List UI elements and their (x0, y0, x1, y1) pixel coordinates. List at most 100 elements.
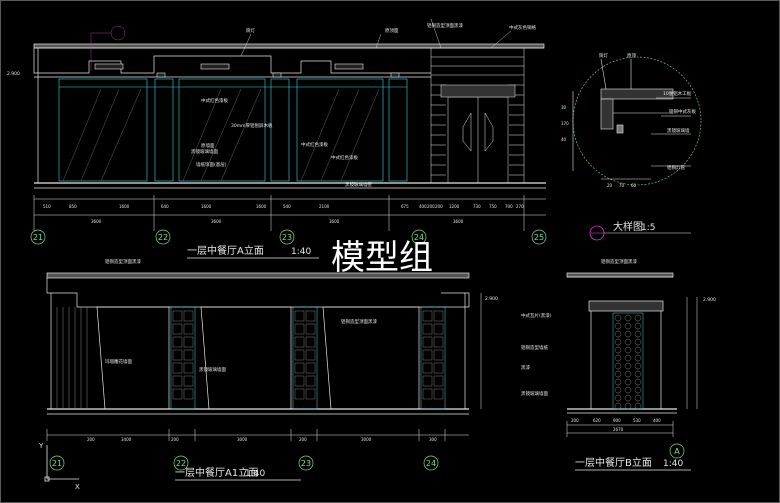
decor-tile (305, 323, 316, 335)
elevation-a1 (46, 272, 470, 415)
elevation-a-dim: 2100 (319, 204, 330, 209)
elevation-b-title: 一层中餐厅B立面 (575, 456, 652, 469)
lattice-ring (614, 378, 622, 386)
lattice-ring (634, 314, 642, 322)
lattice-ring (634, 362, 642, 370)
decor-tile (422, 349, 433, 361)
elevation-b-grid-bubbles: A (669, 443, 685, 459)
decor-tile (433, 375, 444, 387)
decor-tile (172, 323, 183, 335)
elevation-a-dim: 270 (516, 204, 524, 209)
elevation-a-label: 黑镜玻璃墙面 (191, 148, 218, 155)
elevation-a-dim: 1600 (256, 204, 267, 209)
decor-tile (183, 362, 194, 374)
detail-title: 大样图 (613, 220, 643, 233)
lattice-ring (614, 338, 622, 346)
lattice-ring (634, 354, 642, 362)
decor-tile (294, 388, 305, 400)
elevation-b-scale: 1:40 (663, 459, 683, 469)
elevation-a-dim-total: 3600 (329, 219, 340, 224)
decor-tile (294, 375, 305, 387)
lattice-ring (634, 330, 642, 338)
detail-dim: 170 (561, 121, 569, 126)
grid-bubble-a1-circle (423, 455, 439, 471)
elevation-a1-title: 一层中餐厅A1立面 (175, 466, 258, 479)
detail-label: 铝铜中式灰板 (669, 108, 696, 115)
elevation-b-label: 铝铜造型墙纸 (521, 344, 548, 351)
decor-tile (172, 336, 183, 348)
detail-dim: 60 (631, 183, 637, 188)
grid-bubble-b: A (674, 447, 680, 456)
ucs-y-label: Y (38, 442, 44, 450)
grid-bubble-a-circle (279, 229, 295, 245)
grid-bubble-a-circle (30, 229, 46, 245)
level-mark-a: 2.900 (7, 71, 20, 77)
elevation-a-dim: 400 (419, 204, 427, 209)
elevation-a1-dim: 3400 (121, 437, 132, 442)
grid-bubble-a1-circle (173, 455, 189, 471)
lattice-ring (614, 362, 622, 370)
lattice-ring (624, 354, 632, 362)
lattice-ring (614, 394, 622, 402)
elevation-a1-title-block: 一层中餐厅A1立面 1:40 (175, 466, 301, 481)
decor-tile (294, 362, 305, 374)
elevation-b-label: 黑漆 (521, 364, 530, 371)
detail-dim: 40 (561, 137, 567, 142)
grid-bubble-a-circle (411, 229, 427, 245)
elevation-b-label: 黑镜玻璃墙面 (521, 390, 548, 397)
lattice-ring (624, 394, 632, 402)
grid-bubble-a-circle (155, 229, 171, 245)
elevation-a-label: 30mm厚铝刨屏木板 (231, 122, 273, 129)
lattice-ring (634, 394, 642, 402)
decor-tile (433, 336, 444, 348)
lattice-ring (634, 322, 642, 330)
elevation-a-dim: 1200 (449, 204, 460, 209)
lattice-ring (614, 354, 622, 362)
lattice-ring (634, 378, 642, 386)
lattice-ring (624, 386, 632, 394)
lattice-ring (634, 386, 642, 394)
detail-label: 原顶 (627, 53, 636, 59)
elevation-a1-dim: 3000 (361, 437, 372, 442)
decor-tile (305, 310, 316, 322)
detail-dim: 70 (619, 183, 625, 188)
detail-title-block: 大样图 1:5 (589, 220, 691, 241)
lattice-ring (614, 322, 622, 330)
decor-tile (294, 349, 305, 361)
grid-bubble-a1: 24 (426, 459, 436, 468)
level-mark-a1: 2.900 (485, 296, 498, 302)
grid-bubble-a: 25 (534, 233, 544, 242)
decor-tile (422, 310, 433, 322)
decor-tile (433, 349, 444, 361)
grid-bubble-a: 21 (33, 233, 43, 242)
elevation-a-hatch (62, 88, 380, 182)
decor-tile (433, 310, 444, 322)
elevation-a-label: 黑镜玻璃墙壁 (345, 181, 372, 188)
decor-tile (183, 375, 194, 387)
elevation-b-dim: 620 (593, 418, 601, 423)
lattice-ring (624, 346, 632, 354)
elevation-b-dim: 400 (653, 418, 661, 423)
elevation-a1-dim: 200 (171, 437, 179, 442)
decor-tile (183, 310, 194, 322)
elevation-a-label: 墙纸饰面(基层) (196, 161, 227, 168)
elevation-b-pattern (614, 314, 642, 410)
lattice-ring (614, 386, 622, 394)
elevation-a-leaders (90, 18, 512, 71)
elevation-a-label: 原墙面 (201, 142, 215, 149)
elevation-b-dim: 900 (613, 418, 621, 423)
decor-tile (305, 349, 316, 361)
detail-dim: 20 (607, 183, 613, 188)
elevation-a-dim: 730 (473, 204, 481, 209)
elevation-a1-columns (170, 306, 446, 410)
elevation-a1-dim: 300 (429, 437, 437, 442)
decor-tile (294, 336, 305, 348)
decor-tile (172, 362, 183, 374)
elevation-a-label: 中式红色漆板 (201, 97, 228, 104)
